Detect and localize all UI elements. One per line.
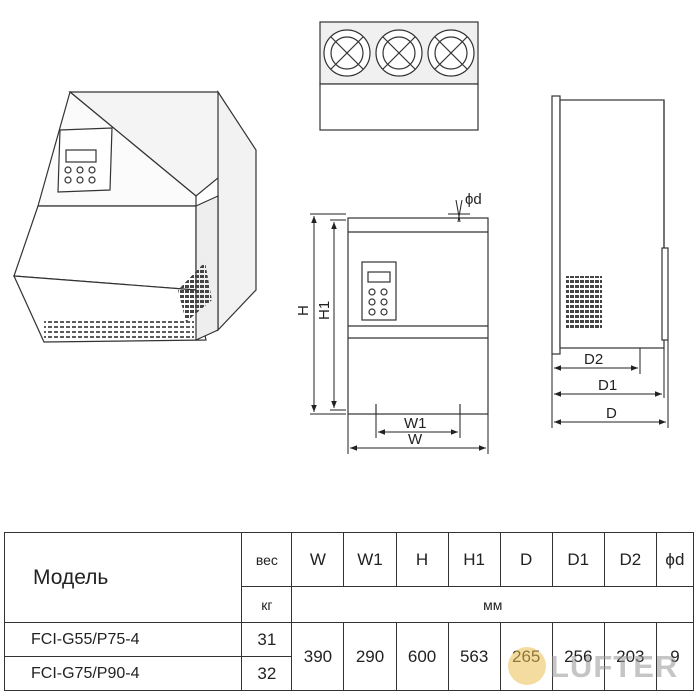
value-h: 600 bbox=[395, 622, 449, 691]
col-header-h1: H1 bbox=[447, 532, 501, 587]
fan-icon bbox=[375, 29, 423, 77]
fan-icon bbox=[427, 29, 475, 77]
model-name: FCI-G75/P90-4 bbox=[3, 656, 243, 691]
table-row: FCI-G75/P90-4 32 bbox=[3, 656, 694, 691]
dim-label-w1: W1 bbox=[404, 415, 427, 432]
col-header-d1: D1 bbox=[551, 532, 605, 587]
value-h1: 563 bbox=[447, 622, 501, 691]
dim-label-h1: H1 bbox=[316, 301, 333, 320]
weight-unit: кг bbox=[241, 586, 293, 623]
weight-header: вес bbox=[241, 532, 293, 587]
col-header-h: H bbox=[395, 532, 449, 587]
dim-label-d1: D1 bbox=[598, 377, 617, 394]
side-view bbox=[551, 95, 669, 355]
value-d1: 256 bbox=[551, 622, 605, 691]
value-w: 390 bbox=[291, 622, 345, 691]
isometric-view bbox=[13, 89, 257, 343]
dim-label-d2: D2 bbox=[584, 351, 603, 368]
top-view bbox=[319, 21, 479, 131]
technical-drawing: ϕd H H1 W1 W D2 D1 D bbox=[13, 21, 669, 454]
col-header-d: D bbox=[499, 532, 553, 587]
value-d: 265 bbox=[499, 622, 553, 691]
model-header: Модель bbox=[3, 532, 243, 623]
value-w1: 290 bbox=[343, 622, 397, 691]
col-header-w: W bbox=[291, 532, 345, 587]
table-row: FCI-G55/P75-4 31 390 290 600 563 265 256… bbox=[3, 622, 695, 691]
front-dimensions bbox=[310, 199, 489, 454]
spec-table: Модель вес W W1 H H1 D D1 D2 ϕd кг мм FC… bbox=[3, 532, 695, 691]
col-header-phi-d: ϕd bbox=[655, 532, 695, 587]
weight-value: 32 bbox=[241, 656, 293, 691]
model-name: FCI-G55/P75-4 bbox=[3, 622, 243, 657]
side-dimensions bbox=[551, 340, 669, 428]
dim-label-d: D bbox=[606, 405, 617, 422]
dim-unit: мм bbox=[291, 586, 694, 623]
dim-label-h: H bbox=[295, 305, 312, 316]
weight-value: 31 bbox=[241, 622, 293, 657]
value-phi-d: 9 bbox=[655, 622, 695, 691]
dim-label-phi-d: ϕd bbox=[465, 191, 482, 208]
fan-icon bbox=[323, 29, 371, 77]
col-header-w1: W1 bbox=[343, 532, 397, 587]
dim-label-w: W bbox=[408, 431, 423, 448]
front-view bbox=[347, 217, 489, 415]
col-header-d2: D2 bbox=[603, 532, 657, 587]
value-d2: 203 bbox=[603, 622, 657, 691]
